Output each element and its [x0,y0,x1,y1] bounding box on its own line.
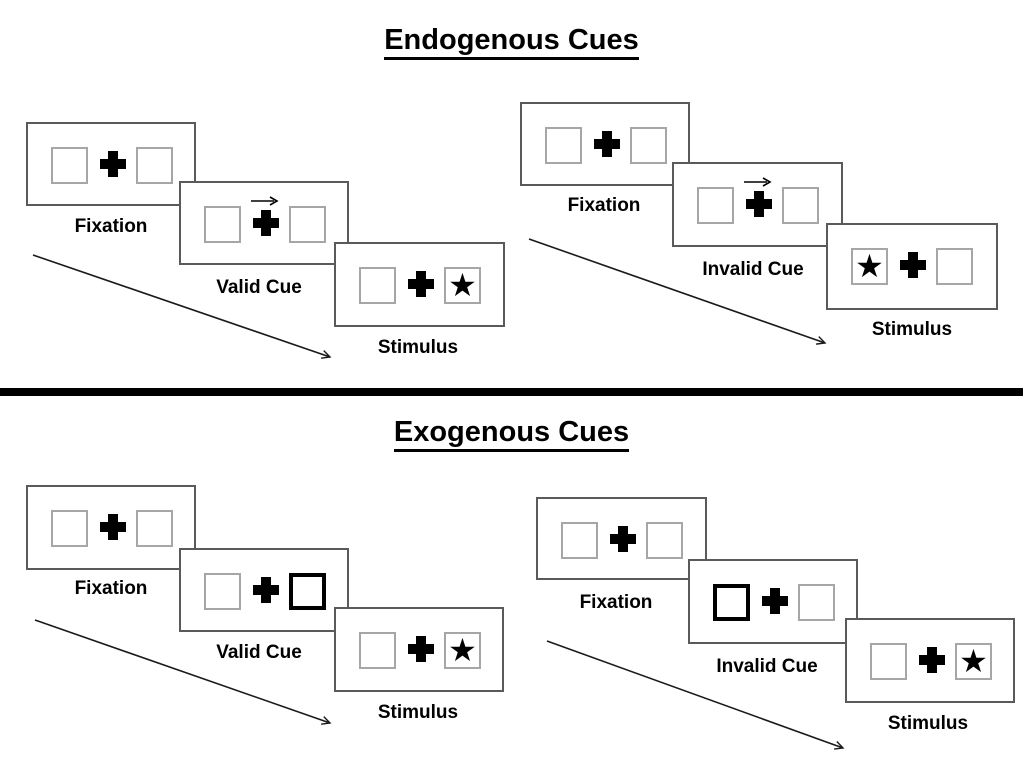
stimulus-panel: ★ [334,242,505,327]
left-box [204,206,241,243]
star-target-icon: ★ [855,246,884,285]
right-box [936,248,973,285]
fixation-cross-icon [594,131,620,157]
right-arrow-cue-icon [251,196,279,206]
left-box [870,643,907,680]
cue-label: Valid Cue [216,642,302,663]
stimulus-label: Stimulus [377,337,459,358]
fixation-label: Fixation [579,592,653,613]
left-box-with-target: ★ [851,248,888,285]
stimulus-panel: ★ [826,223,998,310]
fixation-cross-icon [900,252,926,278]
fixation-label: Fixation [74,578,148,599]
fixation-label: Fixation [74,216,148,237]
left-box [545,127,582,164]
stimulus-label: Stimulus [887,713,969,734]
cue-label: Invalid Cue [702,259,804,280]
right-box [798,584,835,621]
cue-label: Invalid Cue [716,656,818,677]
invalid-cue-panel [672,162,843,247]
valid-cue-panel [179,181,349,265]
endogenous-title-text: Endogenous Cues [384,24,639,60]
fixation-cross-icon [762,588,788,614]
right-box [782,187,819,224]
right-box [136,147,173,184]
endogenous-section-title: Endogenous Cues [0,24,1023,60]
fixation-cross-icon [408,636,434,662]
right-box [136,510,173,547]
fixation-cross-icon [919,647,945,673]
exogenous-section-title: Exogenous Cues [0,416,1023,452]
left-box [697,187,734,224]
star-target-icon: ★ [448,265,477,304]
right-box [289,206,326,243]
fixation-panel [520,102,690,186]
left-box [359,267,396,304]
cue-label: Valid Cue [216,277,302,298]
fixation-cross-icon [253,577,279,603]
fixation-cross-icon [253,210,279,236]
invalid-cue-panel [688,559,858,644]
timeline-arrow-endogenous-invalid [528,238,827,345]
exogenous-title-text: Exogenous Cues [393,416,630,452]
fixation-panel [26,485,196,570]
left-box [51,510,88,547]
timeline-arrow-endogenous-valid [32,254,332,359]
star-target-icon: ★ [448,630,477,669]
right-box-with-target: ★ [444,632,481,669]
fixation-cross-icon [100,151,126,177]
right-box [646,522,683,559]
right-box-with-target: ★ [444,267,481,304]
fixation-panel [26,122,196,206]
section-divider [0,388,1023,396]
star-target-icon: ★ [959,641,988,680]
timeline-arrow-exogenous-valid [34,619,332,725]
fixation-cross-icon [610,526,636,552]
fixation-panel [536,497,707,580]
right-box [630,127,667,164]
stimulus-label: Stimulus [377,702,459,723]
fixation-cross-icon [100,514,126,540]
left-box-highlighted-cue [713,584,750,621]
stimulus-panel: ★ [334,607,504,692]
right-box-with-target: ★ [955,643,992,680]
stimulus-label: Stimulus [871,319,953,340]
left-box [561,522,598,559]
fixation-cross-icon [746,191,772,217]
valid-cue-panel [179,548,349,632]
fixation-cross-icon [408,271,434,297]
right-box-highlighted-cue [289,573,326,610]
fixation-label: Fixation [567,195,641,216]
right-arrow-cue-icon [744,177,772,187]
left-box [51,147,88,184]
left-box [359,632,396,669]
left-box [204,573,241,610]
stimulus-panel: ★ [845,618,1015,703]
